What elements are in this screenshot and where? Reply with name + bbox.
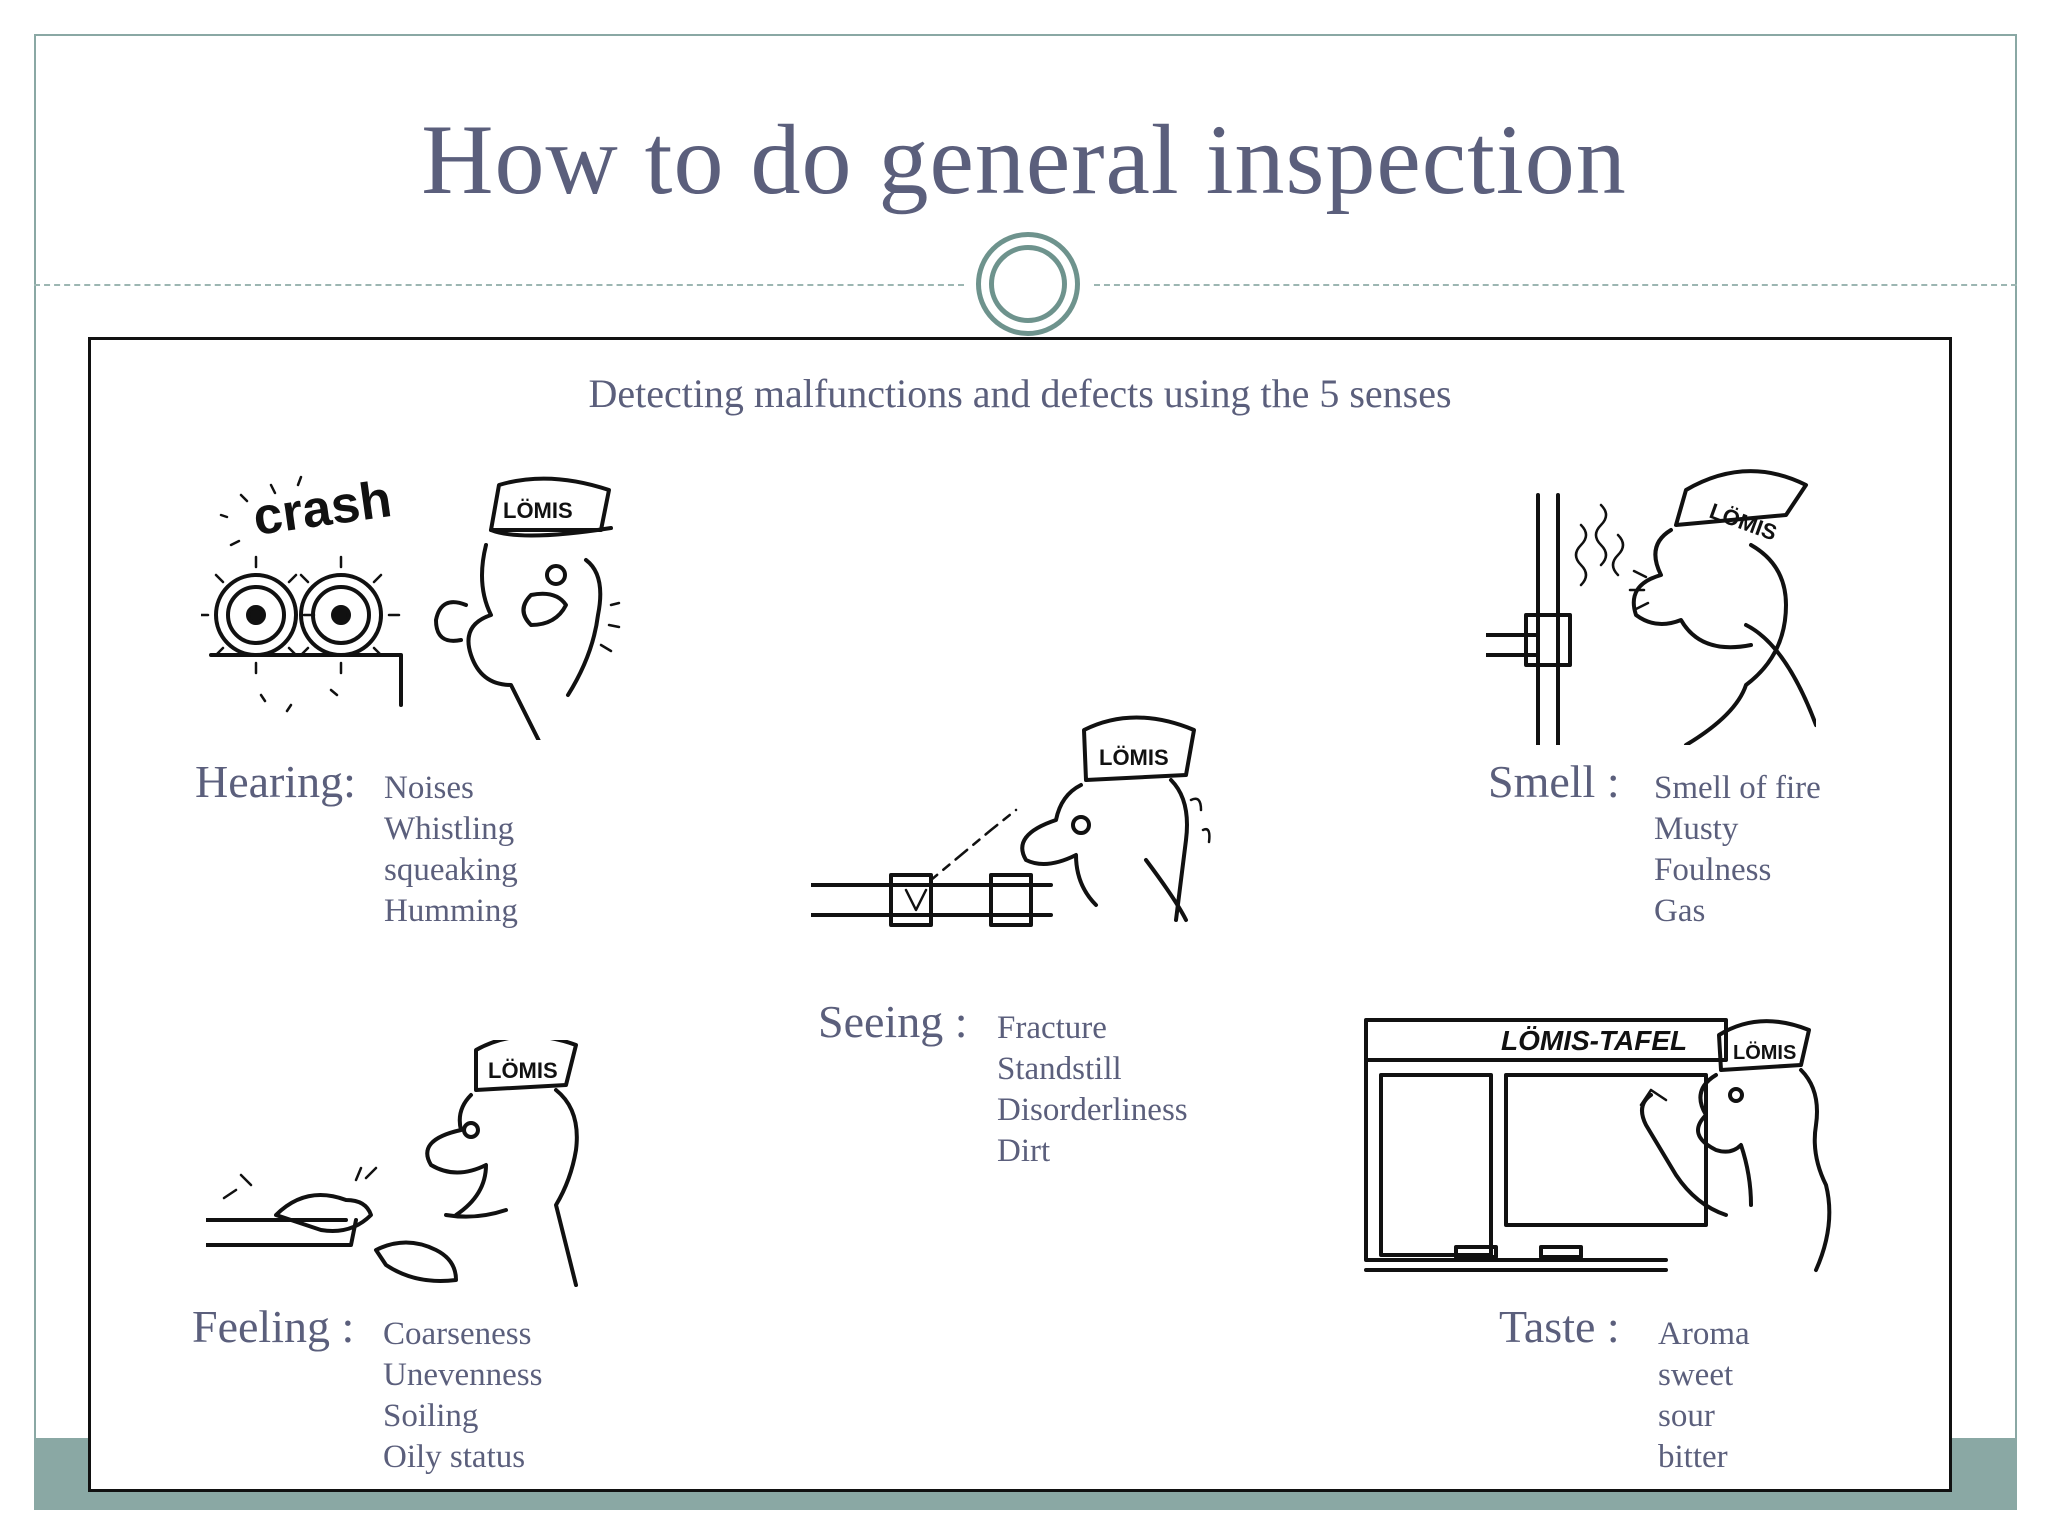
list-item: Gas <box>1654 893 1706 929</box>
list-item: Soiling <box>383 1398 479 1434</box>
list-item: Smell of fire <box>1654 770 1821 806</box>
list-item: Noises <box>384 770 474 806</box>
list-item: sour <box>1658 1398 1715 1434</box>
list-item: Coarseness <box>383 1316 532 1352</box>
hearing-label: Hearing: <box>195 756 356 807</box>
list-item: Fracture <box>997 1010 1107 1046</box>
list-item: sweet <box>1658 1357 1734 1393</box>
list-item: Unevenness <box>383 1357 543 1393</box>
taste-label: Taste : <box>1499 1301 1620 1352</box>
feeling-label: Feeling : <box>192 1301 355 1352</box>
circle-ornament <box>976 232 1080 336</box>
content-subtitle: Detecting malfunctions and defects using… <box>588 371 1452 416</box>
hearing-illustration: crash LÖMIS <box>201 470 621 740</box>
taste-cap-text: LÖMIS <box>1733 1041 1796 1064</box>
list-item: squeaking <box>384 852 518 888</box>
title-divider-left <box>34 284 964 286</box>
list-item: Whistling <box>384 811 515 847</box>
feeling-list: Coarseness Unevenness Soiling Oily statu… <box>383 1314 542 1478</box>
crash-sign-text: crash <box>250 470 395 547</box>
seeing-illustration: LÖMIS <box>811 715 1211 927</box>
seeing-list: Fracture Standstill Disorderliness Dirt <box>997 1008 1188 1172</box>
smell-list: Smell of fire Musty Foulness Gas <box>1654 768 1821 932</box>
title-divider-right <box>1094 284 2017 286</box>
list-item: Oily status <box>383 1439 526 1475</box>
feeling-illustration: LÖMIS <box>206 1040 579 1287</box>
seeing-label: Seeing : <box>818 996 968 1047</box>
list-item: Musty <box>1654 811 1739 847</box>
hearing-cap-text: LÖMIS <box>503 498 573 523</box>
hearing-list: Noises Whistling squeaking Humming <box>384 768 518 932</box>
taste-illustration: LÖMIS-TAFEL LÖMIS <box>1364 1018 1832 1272</box>
seeing-cap-text: LÖMIS <box>1099 745 1169 770</box>
smell-label: Smell : <box>1488 756 1620 807</box>
list-item: Dirt <box>997 1133 1051 1169</box>
list-item: bitter <box>1658 1439 1728 1475</box>
content-box: Detecting malfunctions and defects using… <box>88 337 1952 1492</box>
smell-illustration: LÖMIS <box>1486 469 1816 745</box>
gear-icon <box>201 555 401 675</box>
smell-cap-text: LÖMIS <box>1706 498 1780 545</box>
list-item: Disorderliness <box>997 1092 1188 1128</box>
taste-list: Aroma sweet sour bitter <box>1658 1314 1750 1478</box>
list-item: Aroma <box>1658 1316 1750 1352</box>
list-item: Foulness <box>1654 852 1772 888</box>
list-item: Standstill <box>997 1051 1122 1087</box>
slide-title: How to do general inspection <box>421 104 1627 215</box>
feeling-cap-text: LÖMIS <box>488 1058 558 1083</box>
board-title-text: LÖMIS-TAFEL <box>1501 1025 1687 1056</box>
list-item: Humming <box>384 893 518 929</box>
